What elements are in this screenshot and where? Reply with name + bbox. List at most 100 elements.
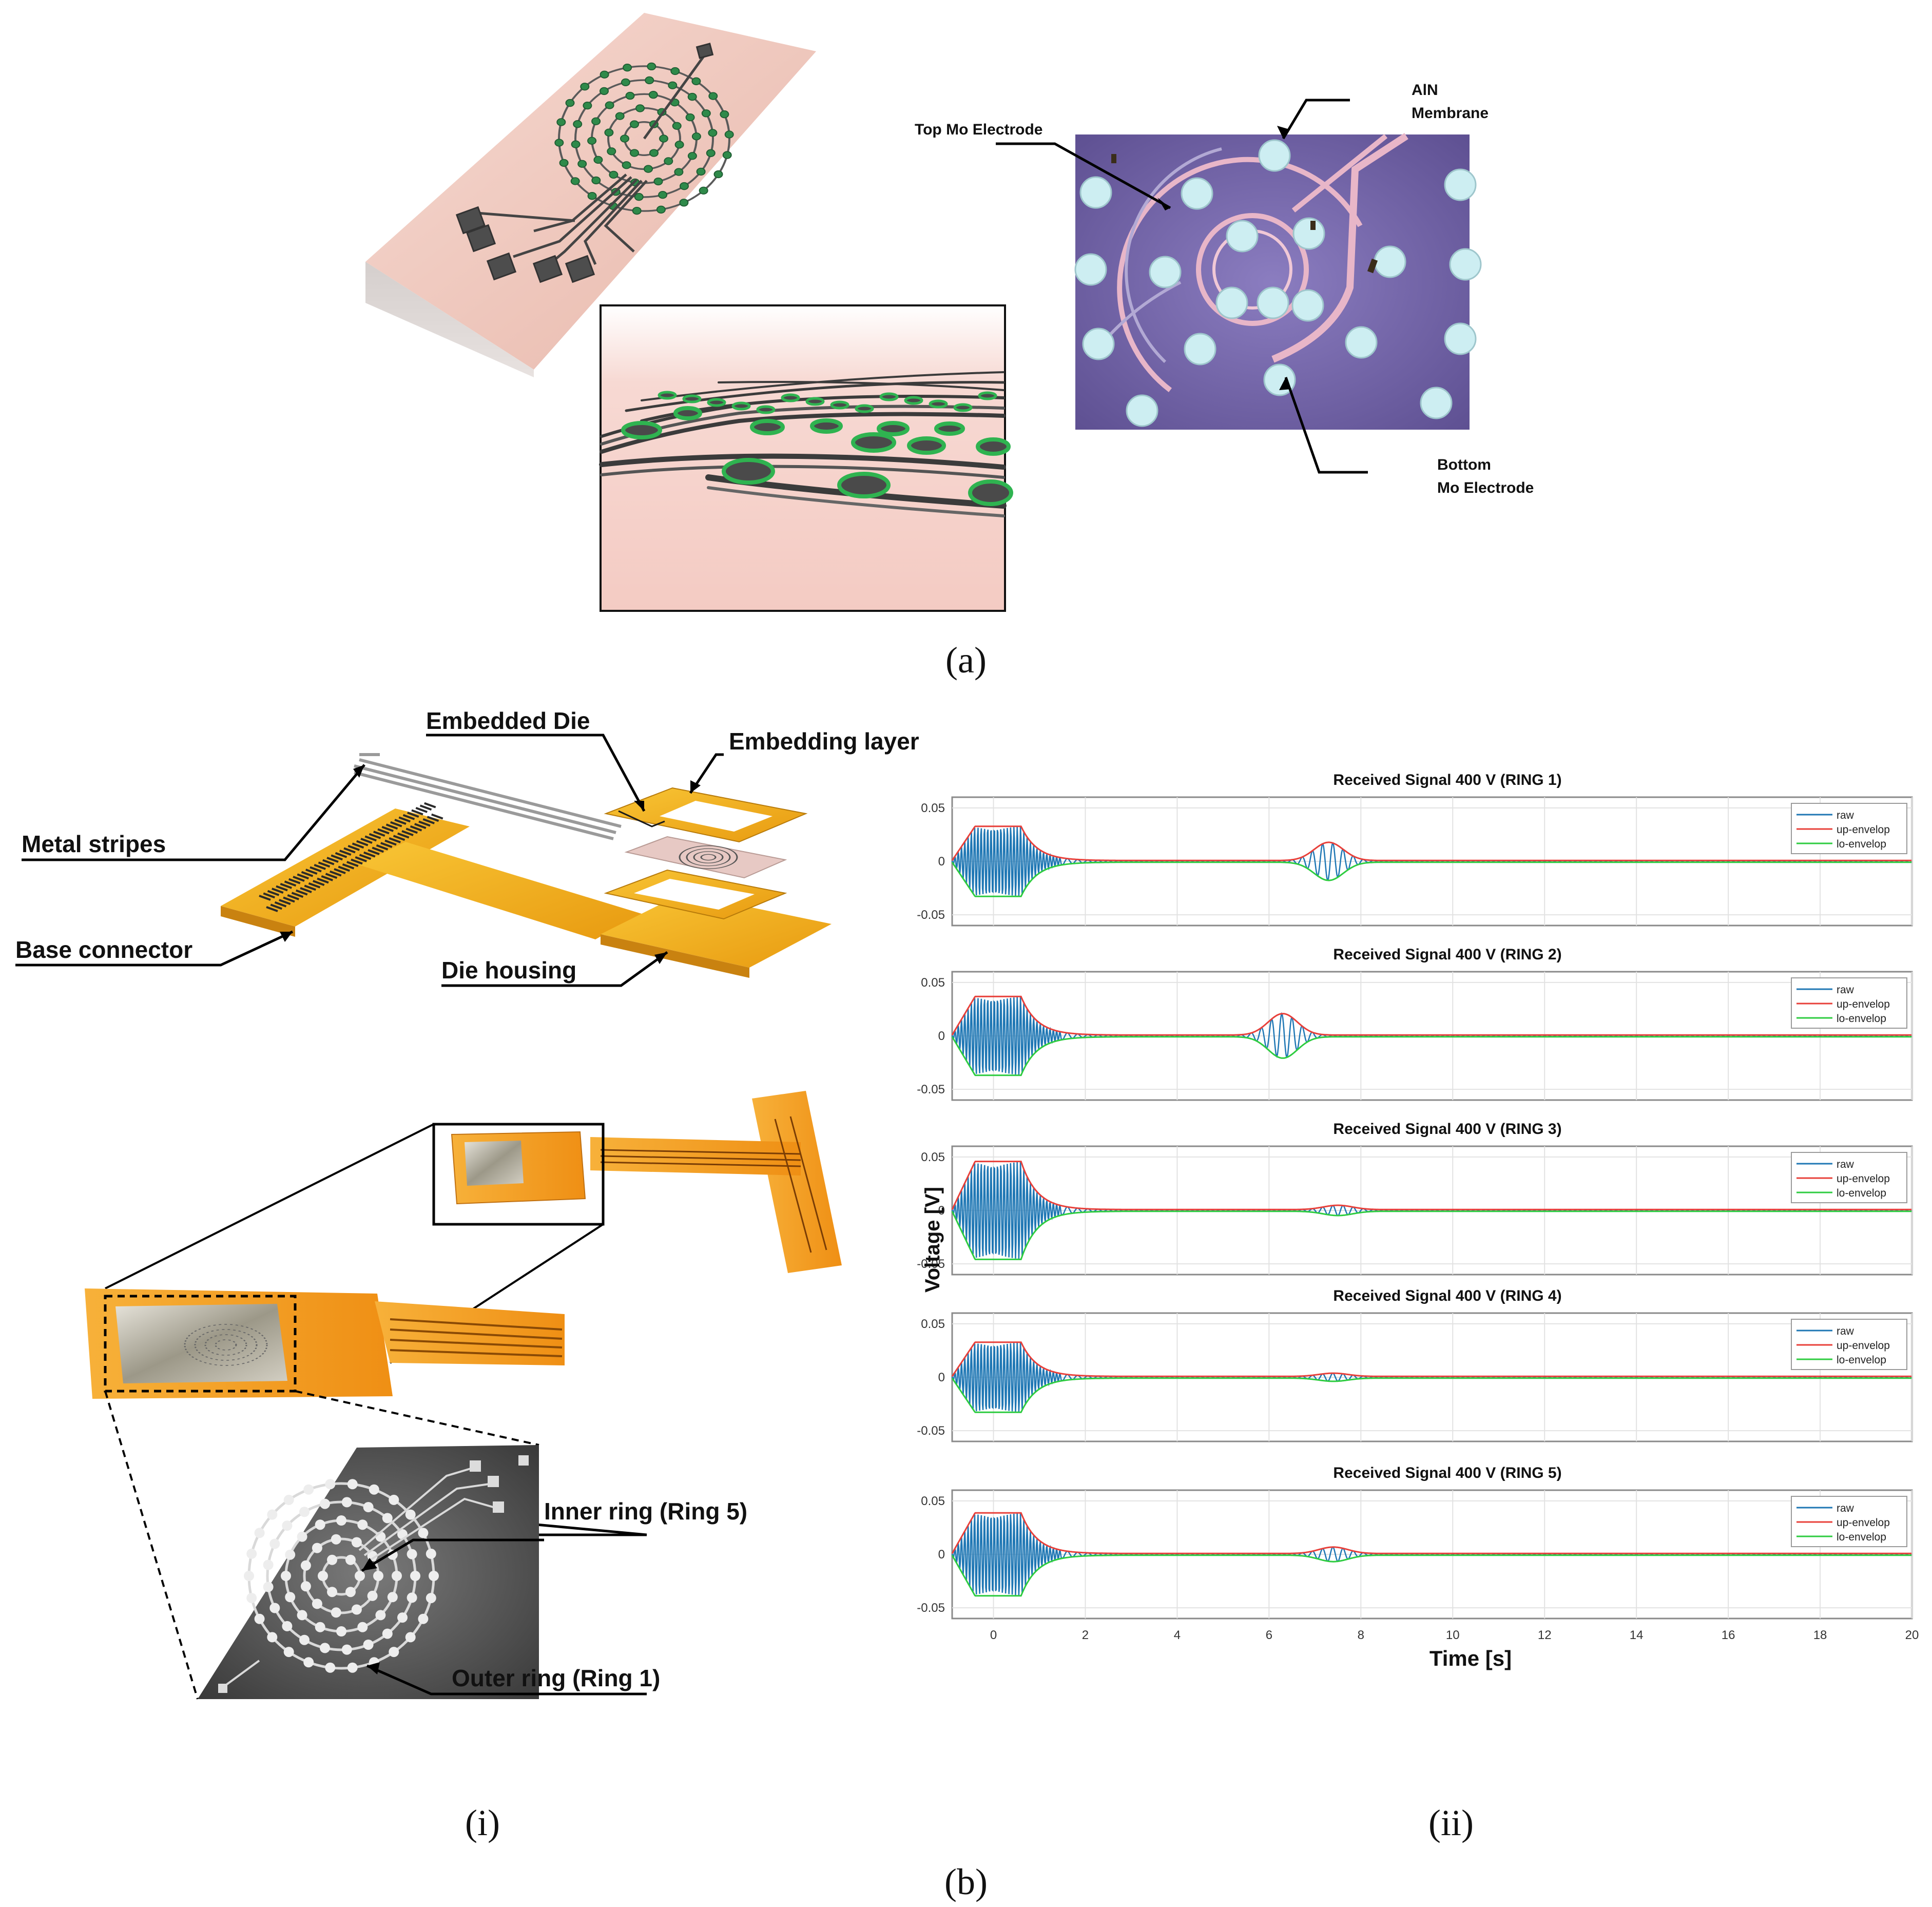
ring-dot [696, 167, 706, 176]
sem-membrane-dot [300, 1560, 311, 1571]
ring-dot [593, 156, 603, 164]
connector-pin [368, 849, 380, 855]
sem-membrane-dot [254, 1528, 265, 1538]
connector-pin [351, 858, 363, 865]
inset-membrane [855, 404, 874, 413]
ring-dot [587, 192, 597, 200]
ring-dot [570, 177, 580, 185]
ring-dot [648, 91, 658, 99]
connector-pin [274, 901, 287, 908]
legend-entry: raw [1837, 810, 1854, 821]
connector-pin [296, 889, 308, 896]
ring-dot [687, 92, 697, 101]
ring-dot [577, 160, 587, 168]
connector-pin [376, 844, 389, 851]
ring-dot [708, 92, 718, 100]
sem-membrane-dot [357, 1519, 368, 1530]
legend-entry: up-envelop [1837, 1340, 1890, 1352]
ring-dot [691, 132, 701, 141]
inset-membrane [805, 397, 825, 406]
sem-membrane-dot [355, 1571, 365, 1581]
connector-pin [385, 823, 398, 830]
connector-pin [363, 851, 376, 858]
ring-dot [630, 149, 639, 157]
series-lo-envelop [951, 861, 1912, 897]
inset-membrane [904, 396, 923, 405]
connector-pin [372, 846, 384, 853]
connector-pin [346, 861, 359, 868]
ytick-label: 0 [938, 1371, 945, 1384]
connector-pin [401, 830, 414, 836]
panel-b-i-arrowheads [280, 765, 701, 964]
sem-membrane-dot [283, 1647, 294, 1658]
connector-pin [297, 873, 309, 880]
sem-membrane-dot [336, 1626, 346, 1636]
connector-pin [310, 866, 322, 873]
label-aln-1: AlN [1412, 82, 1438, 99]
caption-b-i: (i) [465, 1802, 500, 1843]
sem-membrane-dot [426, 1548, 436, 1559]
sem-membrane-dot [405, 1632, 416, 1643]
ring-dot [645, 76, 654, 85]
connector-pin [373, 831, 385, 837]
sem-membrane-dot [410, 1571, 420, 1581]
ring-dot [687, 152, 697, 160]
ring-dot [600, 87, 609, 95]
ring-dot [621, 78, 630, 86]
connector-pin [313, 880, 325, 887]
sem-membrane-dot [285, 1549, 296, 1560]
ytick-label: -0.05 [917, 1601, 945, 1615]
exploded-view [221, 753, 832, 978]
caption-a: (a) [945, 640, 987, 681]
metal-stripes [354, 753, 622, 840]
inset-membrane [756, 405, 776, 414]
panel-b-i-callouts [15, 734, 724, 1536]
legend-entry: lo-envelop [1837, 1013, 1886, 1025]
connector-pin [293, 876, 305, 882]
ring-dot [591, 117, 601, 125]
ring-dot [634, 192, 644, 201]
connector-pin [422, 818, 435, 824]
ytick-label: 0 [938, 855, 945, 869]
connector-pin [360, 838, 373, 844]
legend-entry: up-envelop [1837, 1173, 1890, 1185]
connector-pin [380, 842, 393, 849]
connector-pin [326, 857, 339, 863]
inset-membrane [781, 393, 800, 402]
connector-pin [414, 823, 427, 830]
ring-dot [620, 134, 629, 143]
sem-membrane-dot [429, 1571, 439, 1581]
sem-membrane-dot [246, 1593, 257, 1604]
sem-membrane-dot [327, 1587, 337, 1597]
label-top-mo: Top Mo Electrode [915, 121, 1042, 138]
sem-membrane-dot [341, 1497, 352, 1508]
ring-dot [674, 168, 684, 176]
sem-membrane-dot [367, 1590, 378, 1601]
connector-pin [342, 863, 355, 870]
sem-membrane-dot [320, 1498, 330, 1509]
ring-dot [668, 81, 678, 89]
ring-dot [658, 191, 668, 199]
ring-dot [713, 170, 723, 179]
xtick-label: 8 [1358, 1628, 1364, 1642]
die-photo-enlarged [85, 1288, 565, 1399]
sem-membrane-dot [312, 1543, 322, 1553]
ring-dot [630, 120, 639, 128]
panel-a: AlN Membrane Top Mo Electrode Bottom Mo … [365, 13, 1534, 681]
sem-membrane-dot [269, 1538, 280, 1549]
xtick-label: 4 [1174, 1628, 1181, 1642]
sem-membrane-dot [375, 1610, 386, 1621]
panel-a-arrowheads [1157, 126, 1291, 390]
sem-membrane-dot [357, 1622, 368, 1632]
sem-membrane-dot [303, 1657, 314, 1668]
ring-dot [724, 130, 734, 139]
ytick-label: -0.05 [917, 1257, 945, 1271]
ytick-label: 0.05 [921, 976, 945, 990]
ring-dot [653, 177, 663, 186]
legend-entry: raw [1837, 984, 1854, 996]
legend-entry: up-envelop [1837, 824, 1890, 836]
connector-pin [343, 847, 356, 854]
